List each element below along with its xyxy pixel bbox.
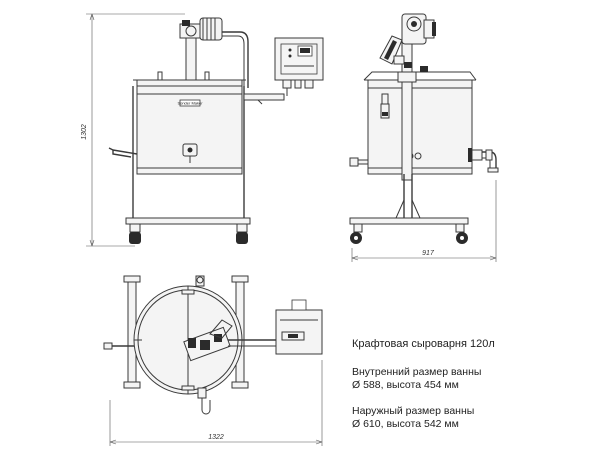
- control-box-front: [274, 37, 324, 96]
- inner-size-label: Внутренний размер ванны: [352, 366, 482, 378]
- control-box-top: [275, 299, 323, 355]
- height-dimension: 1302: [81, 13, 185, 247]
- side-wheel-right: [455, 223, 468, 244]
- side-view: 917: [349, 13, 499, 262]
- front-mixer-drive: [179, 17, 249, 88]
- front-nameplate: Sonder Maker: [177, 101, 203, 106]
- depth-dimension-label: 917: [422, 250, 435, 257]
- height-dimension-label: 1302: [81, 124, 88, 140]
- front-wheel-right: [236, 223, 248, 244]
- width-dimension: 1322: [109, 360, 323, 446]
- side-mixer-drive: [379, 13, 436, 72]
- outlet-pipe: [468, 148, 499, 173]
- width-dimension-label: 1322: [208, 434, 224, 441]
- inner-size-value: Ø 588, высота 454 мм: [352, 379, 459, 391]
- outer-size-value: Ø 610, высота 542 мм: [352, 418, 459, 430]
- top-view: 1322: [103, 275, 323, 446]
- top-mixer-drive: [183, 319, 276, 362]
- caption-block: Крафтовая сыроварня 120л Внутренний разм…: [352, 338, 602, 431]
- depth-dimension: 917: [351, 180, 497, 262]
- front-view: 1302 Sonder Maker: [81, 13, 324, 247]
- side-wheel-left: [350, 223, 363, 244]
- outer-size-label: Наружный размер ванны: [352, 405, 475, 417]
- caption-title: Крафтовая сыроварня 120л: [352, 338, 495, 350]
- front-wheel-left: [129, 223, 141, 244]
